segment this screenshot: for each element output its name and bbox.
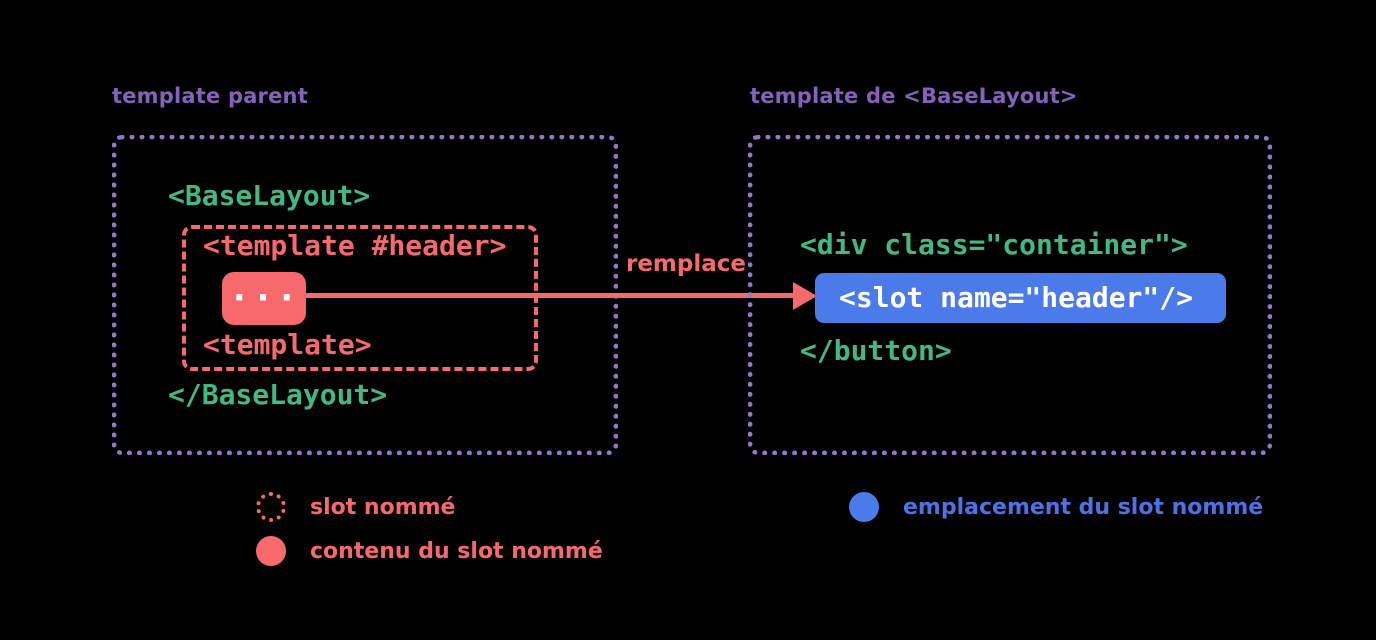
button-close-tag: </button> (800, 334, 952, 367)
replace-arrow-line (304, 293, 794, 298)
template-close-tag: <template> (203, 328, 372, 361)
filled-red-circle-icon (256, 536, 286, 566)
slot-tag-text: <slot name="header"/> (839, 280, 1194, 314)
named-slot-dashed-box (182, 225, 538, 371)
legend-slot-content-label: contenu du slot nommé (310, 538, 603, 564)
filled-blue-circle-icon (849, 492, 879, 522)
dashed-red-circle-icon (256, 492, 286, 522)
baselayout-open-tag: <BaseLayout> (168, 179, 371, 212)
legend-named-slot: slot nommé (256, 492, 455, 522)
right-panel-title: template de <BaseLayout> (750, 84, 1078, 108)
replace-arrow-head-icon (793, 282, 817, 310)
legend-slot-content: contenu du slot nommé (256, 536, 603, 566)
legend-slot-placement-label: emplacement du slot nommé (903, 494, 1264, 520)
slot-content-ellipsis: ... (228, 268, 300, 310)
slot-content-chip: ... (222, 268, 306, 325)
baselayout-close-tag: </BaseLayout> (168, 378, 388, 411)
baselayout-template-box (748, 135, 1272, 455)
legend-slot-placement: emplacement du slot nommé (849, 492, 1263, 522)
legend-named-slot-label: slot nommé (310, 494, 456, 520)
template-header-open-tag: <template #header> (203, 229, 507, 262)
left-panel-title: template parent (112, 84, 308, 108)
slot-placeholder-chip: <slot name="header"/> (815, 273, 1226, 323)
div-container-open-tag: <div class="container"> (800, 228, 1188, 261)
replace-arrow-label: remplace (625, 251, 746, 277)
